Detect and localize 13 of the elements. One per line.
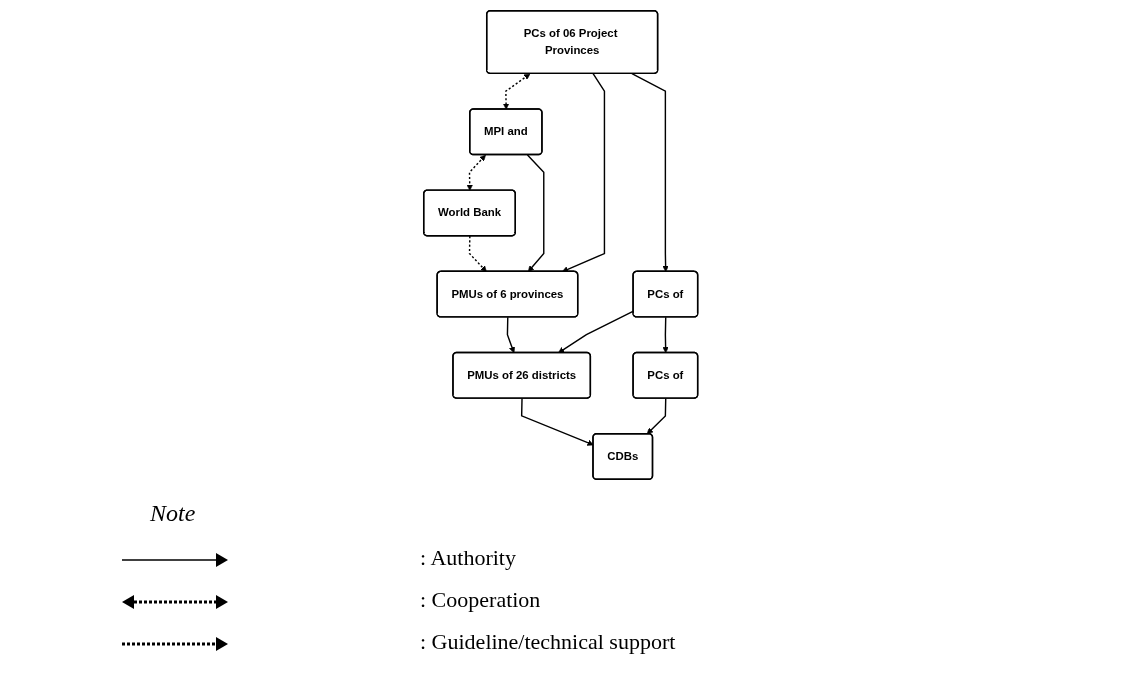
legend-label: : Guideline/technical support <box>420 629 676 655</box>
legend-heading: Note <box>150 500 196 527</box>
arrow <box>561 73 605 273</box>
arrow <box>506 316 515 354</box>
arrow <box>502 73 531 110</box>
arrow <box>662 316 669 354</box>
arrow <box>646 397 667 435</box>
legend-label: : Authority <box>420 545 516 571</box>
arrow <box>631 73 669 272</box>
legend-label: : Cooperation <box>420 587 541 613</box>
arrow <box>468 235 487 272</box>
arrow <box>466 154 486 191</box>
arrow <box>526 154 545 272</box>
